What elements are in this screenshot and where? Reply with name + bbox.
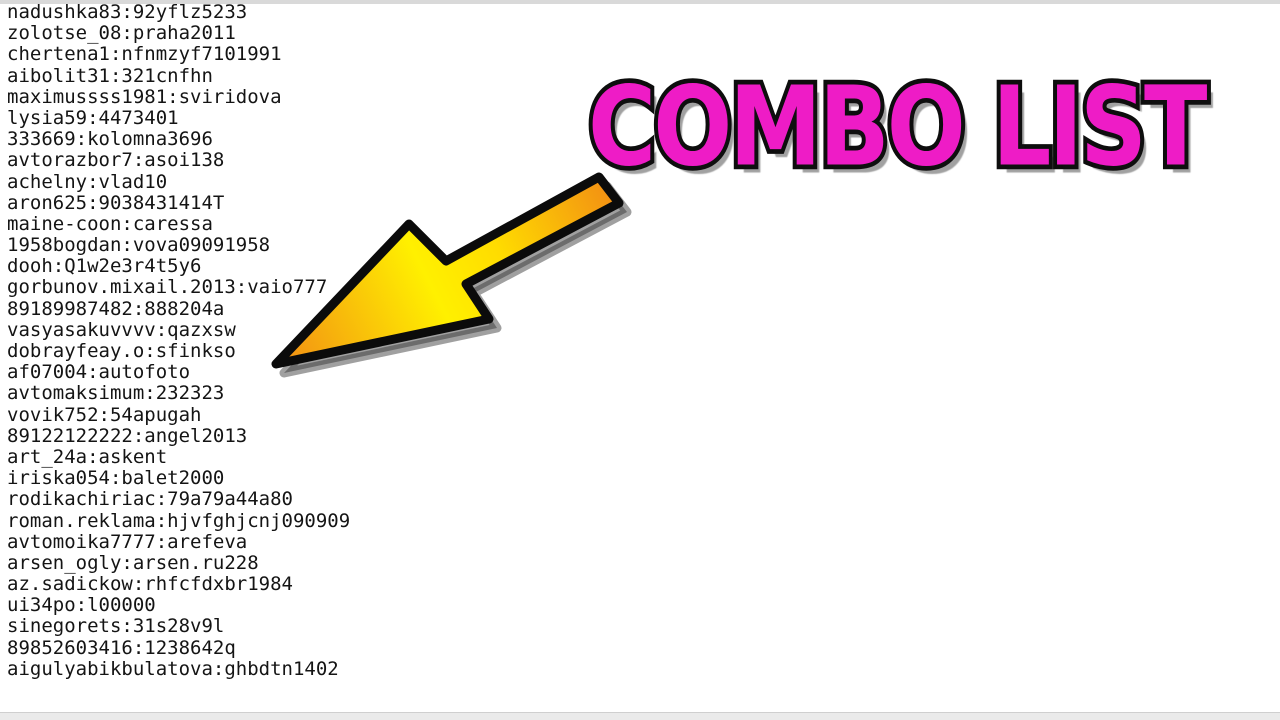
combo-entry: ui34po:l00000 (7, 594, 156, 617)
combo-entry: aigulyabikbulatova:ghbdtn1402 (7, 657, 339, 680)
combo-entry: dooh:Q1w2e3r4t5y6 (7, 255, 202, 278)
combo-entry: lysia59:4473401 (7, 106, 179, 129)
combo-entry: nadushka83:92yflz5233 (7, 1, 248, 23)
combo-entry: rodikachiriac:79a79a44a80 (7, 488, 293, 511)
top-letterbox-bar (0, 0, 1280, 4)
combo-entry: achelny:vlad10 (7, 170, 168, 193)
combo-entry: chertena1:nfnmzyf7101991 (7, 43, 282, 66)
combo-entry: arsen_ogly:arsen.ru228 (7, 551, 259, 574)
combo-entry: roman.reklama:hjvfghjcnj090909 (7, 509, 351, 532)
combo-entry: 89852603416:1238642q (7, 636, 236, 659)
combo-entry: vasyasakuvvvv:qazxsw (7, 318, 236, 341)
combo-entry: 89189987482:888204a (7, 297, 225, 320)
combo-entry: gorbunov.mixail.2013:vaio777 (7, 276, 328, 299)
combo-entry: aibolit31:321cnfhn (7, 64, 213, 87)
combo-entry: 89122122222:angel2013 (7, 424, 248, 447)
combo-entry: maximussss1981:sviridova (7, 85, 282, 108)
combo-entry: art_24a:askent (7, 445, 168, 468)
combo-entry: zolotse_08:praha2011 (7, 22, 236, 45)
combo-entry: avtomaksimum:232323 (7, 382, 225, 405)
combo-entry: aron625:9038431414T (7, 191, 225, 214)
combo-entry: iriska054:balet2000 (7, 467, 225, 490)
combo-entry: sinegorets:31s28v9l (7, 615, 225, 638)
combo-entry: 1958bogdan:vova09091958 (7, 234, 271, 257)
combo-entry: maine-coon:caressa (7, 212, 213, 235)
combo-entry: 333669:kolomna3696 (7, 128, 213, 151)
combo-entry: avtorazbor7:asoi138 (7, 149, 225, 172)
combo-entry: az.sadickow:rhfcfdxbr1984 (7, 573, 293, 596)
combo-entry: vovik752:54apugah (7, 403, 202, 426)
combo-entry: af07004:autofoto (7, 361, 191, 384)
bottom-letterbox-bar (0, 712, 1280, 720)
combo-entry: avtomoika7777:arefeva (7, 530, 248, 553)
page-title: COMBO LIST (584, 58, 1211, 195)
combo-entry: dobrayfeay.o:sfinkso (7, 340, 236, 362)
